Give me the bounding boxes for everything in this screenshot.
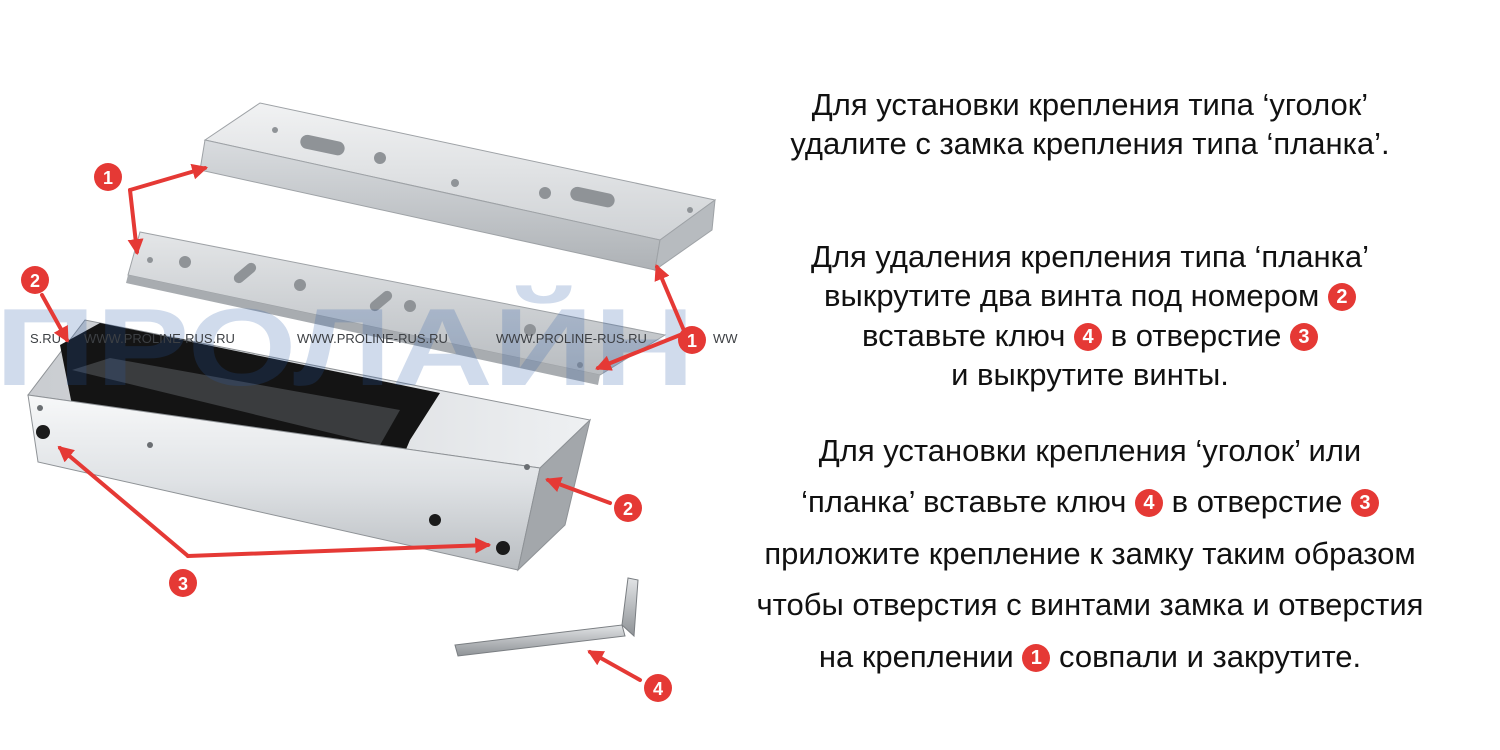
svg-text:4: 4 [653,679,663,699]
callout-3: 3 [169,569,197,597]
svg-text:WWW.PROLINE-RUS.RU: WWW.PROLINE-RUS.RU [297,331,448,346]
svg-text:ПРОЛАЙН: ПРОЛАЙН [0,285,695,409]
instruction-line: выкрутите два винта под номером 2 [700,276,1480,315]
instruction-paragraph-1: Для установки крепления типа ‘уголок’ уд… [700,85,1480,164]
instruction-line: Для установки крепления ‘уголок’ или [818,433,1362,468]
instruction-line: вставьте ключ 4 в отверстие 3 [700,316,1480,355]
marker-3: 3 [1350,489,1379,518]
svg-text:1: 1 [103,168,113,188]
marker-2: 2 [1327,283,1356,312]
callout-2-right: 2 [614,494,642,522]
instruction-text: выкрутите два винта под номером [824,278,1320,314]
instruction-line: и выкрутите винты. [951,357,1229,393]
svg-text:WWW.PROLINE-RUS.RU: WWW.PROLINE-RUS.RU [496,331,647,346]
svg-text:1: 1 [687,331,697,351]
instruction-text: ‘планка’ вставьте ключ [801,484,1127,520]
instruction-text: совпали и закрутите. [1058,638,1362,674]
callout-arrows [40,163,687,682]
svg-text:2: 2 [30,271,40,291]
instruction-line: на креплении 1 совпали и закрутите. [700,631,1480,682]
instruction-line: чтобы отверстия с винтами замка и отверс… [756,587,1424,623]
callout-2-left: 2 [21,266,49,294]
instruction-line: ‘планка’ вставьте ключ 4 в отверстие 3 [700,476,1480,527]
lock-assembly-illustration: ПРОЛАЙН S.RU WWW.PROLINE-RUS.RU WWW.PROL… [0,102,738,702]
magnetic-lock-body [27,319,592,572]
svg-text:WWW.PROLINE-RUS.RU: WWW.PROLINE-RUS.RU [84,331,235,346]
instruction-paragraph-3: Для установки крепления ‘уголок’ или ‘пл… [700,425,1480,682]
instruction-text: вставьте ключ [862,317,1066,353]
angle-bracket [199,102,717,272]
svg-text:WW: WW [713,331,738,346]
instruction-line: Для удаления крепления типа ‘планка’ [810,239,1370,274]
svg-text:S.RU: S.RU [30,331,61,346]
marker-4: 4 [1134,489,1163,518]
instruction-line: приложите крепление к замку таким образо… [764,535,1416,571]
callout-1-top: 1 [94,163,122,191]
instruction-text: на креплении [818,638,1014,674]
instruction-line: Для установки крепления типа ‘уголок’ [811,87,1369,122]
instruction-text: в отверстие [1110,317,1282,353]
flat-plate [126,231,667,385]
callout-4: 4 [644,674,672,702]
marker-4: 4 [1074,322,1102,351]
svg-text:2: 2 [623,499,633,519]
marker-3: 3 [1289,322,1318,351]
instruction-line: удалите с замка крепления типа ‘планка’. [790,126,1390,162]
watermark: ПРОЛАЙН S.RU WWW.PROLINE-RUS.RU WWW.PROL… [0,285,738,409]
marker-1: 1 [1022,643,1051,672]
instruction-paragraph-2: Для удаления крепления типа ‘планка’ вык… [700,237,1480,394]
svg-text:3: 3 [178,574,188,594]
hex-key [454,577,639,657]
callout-1-right: 1 [678,326,706,354]
instruction-text: в отверстие [1171,484,1343,520]
